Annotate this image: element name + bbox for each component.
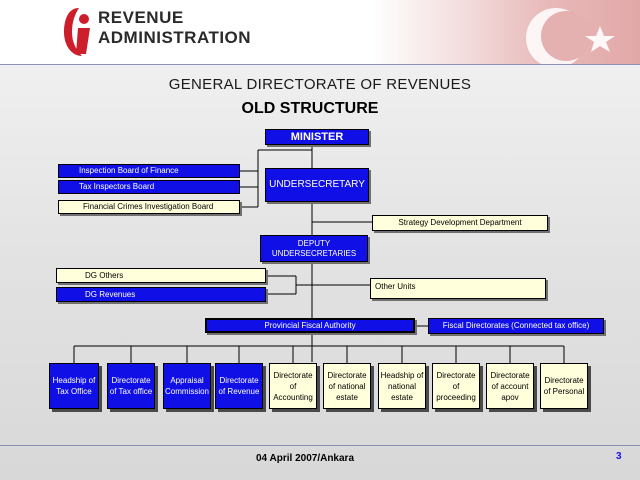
header-banner: REVENUE ADMINISTRATION (0, 0, 640, 65)
dept-label: Directorate of Accounting (273, 370, 313, 402)
dg-others-box: DG Others (56, 268, 266, 283)
fiscal-directorates-box: Fiscal Directorates (Connected tax offic… (428, 318, 604, 334)
footer-date: 04 April 2007/Ankara (255, 453, 355, 464)
dept-box-directorate-tax-office: Directorate of Tax office (107, 363, 155, 409)
minister-label: MINISTER (290, 131, 344, 143)
dept-label: Directorate of national estate (327, 370, 367, 402)
strategy-dept-box: Strategy Development Department (372, 215, 548, 231)
dept-label: Appraisal Commission (164, 376, 209, 396)
dept-label: Directorate of proceeding (436, 370, 476, 402)
board-box-tax-inspectors: Tax Inspectors Board (58, 180, 240, 194)
undersecretary-label: UNDERSECRETARY (269, 179, 365, 190)
brand-line-1: REVENUE (98, 8, 184, 27)
brand-text: REVENUE ADMINISTRATION (98, 8, 251, 48)
dept-box-directorate-personal: Directorate of Personal (540, 363, 588, 409)
board-box-inspection: Inspection Board of Finance (58, 164, 240, 178)
dept-label: Directorate of Tax office (109, 376, 153, 396)
slide-title: GENERAL DIRECTORATE OF REVENUES (168, 76, 472, 93)
board-label: Tax Inspectors Board (79, 182, 155, 191)
minister-box: MINISTER (265, 129, 369, 145)
turkish-flag-icon (526, 8, 615, 64)
dept-label: Directorate of Personal (543, 376, 585, 396)
undersecretary-box: UNDERSECRETARY (265, 168, 369, 202)
fiscal-directorates-label: Fiscal Directorates (Connected tax offic… (442, 321, 590, 330)
provincial-label: Provincial Fiscal Authority (264, 320, 356, 330)
dept-box-directorate-account-apov: Directorate of account apov (486, 363, 534, 409)
deputy-undersecretaries-box: DEPUTY UNDERSECRETARIES (260, 235, 368, 262)
board-box-financial-crimes: Financial Crimes Investigation Board (58, 200, 240, 214)
slide-subtitle: OLD STRUCTURE (241, 100, 379, 117)
board-label: Inspection Board of Finance (79, 166, 179, 175)
dg-others-label: DG Others (85, 270, 124, 280)
dept-box-directorate-accounting: Directorate of Accounting (269, 363, 317, 409)
strategy-dept-label: Strategy Development Department (398, 218, 522, 227)
provincial-fiscal-authority-box: Provincial Fiscal Authority (205, 318, 415, 333)
dept-label: Headship of Tax Office (52, 376, 96, 396)
dept-label: Headship of national estate (380, 370, 424, 402)
dept-box-headship-national-estate: Headship of national estate (378, 363, 426, 409)
board-label: Financial Crimes Investigation Board (83, 202, 214, 211)
dept-box-directorate-proceeding: Directorate of proceeding (432, 363, 480, 409)
deputy-label-2: UNDERSECRETARIES (271, 248, 357, 258)
dept-box-headship-tax-office: Headship of Tax Office (49, 363, 99, 409)
dg-revenues-label: DG Revenues (85, 289, 136, 299)
other-units-label: Other Units (375, 282, 416, 291)
other-units-box: Other Units (370, 278, 546, 299)
page-number: 3 (616, 451, 622, 462)
dept-label: Directorate of Revenue (218, 376, 260, 396)
brand-line-2: ADMINISTRATION (98, 28, 252, 47)
footer-divider (0, 445, 640, 446)
dg-revenues-box: DG Revenues (56, 287, 266, 302)
dept-box-appraisal-commission: Appraisal Commission (163, 363, 211, 409)
dept-label: Directorate of account apov (490, 370, 530, 402)
dept-box-directorate-revenue: Directorate of Revenue (215, 363, 263, 409)
revenue-logo-icon (64, 8, 90, 56)
deputy-label-1: DEPUTY (297, 238, 331, 248)
dept-box-directorate-national-estate: Directorate of national estate (323, 363, 371, 409)
